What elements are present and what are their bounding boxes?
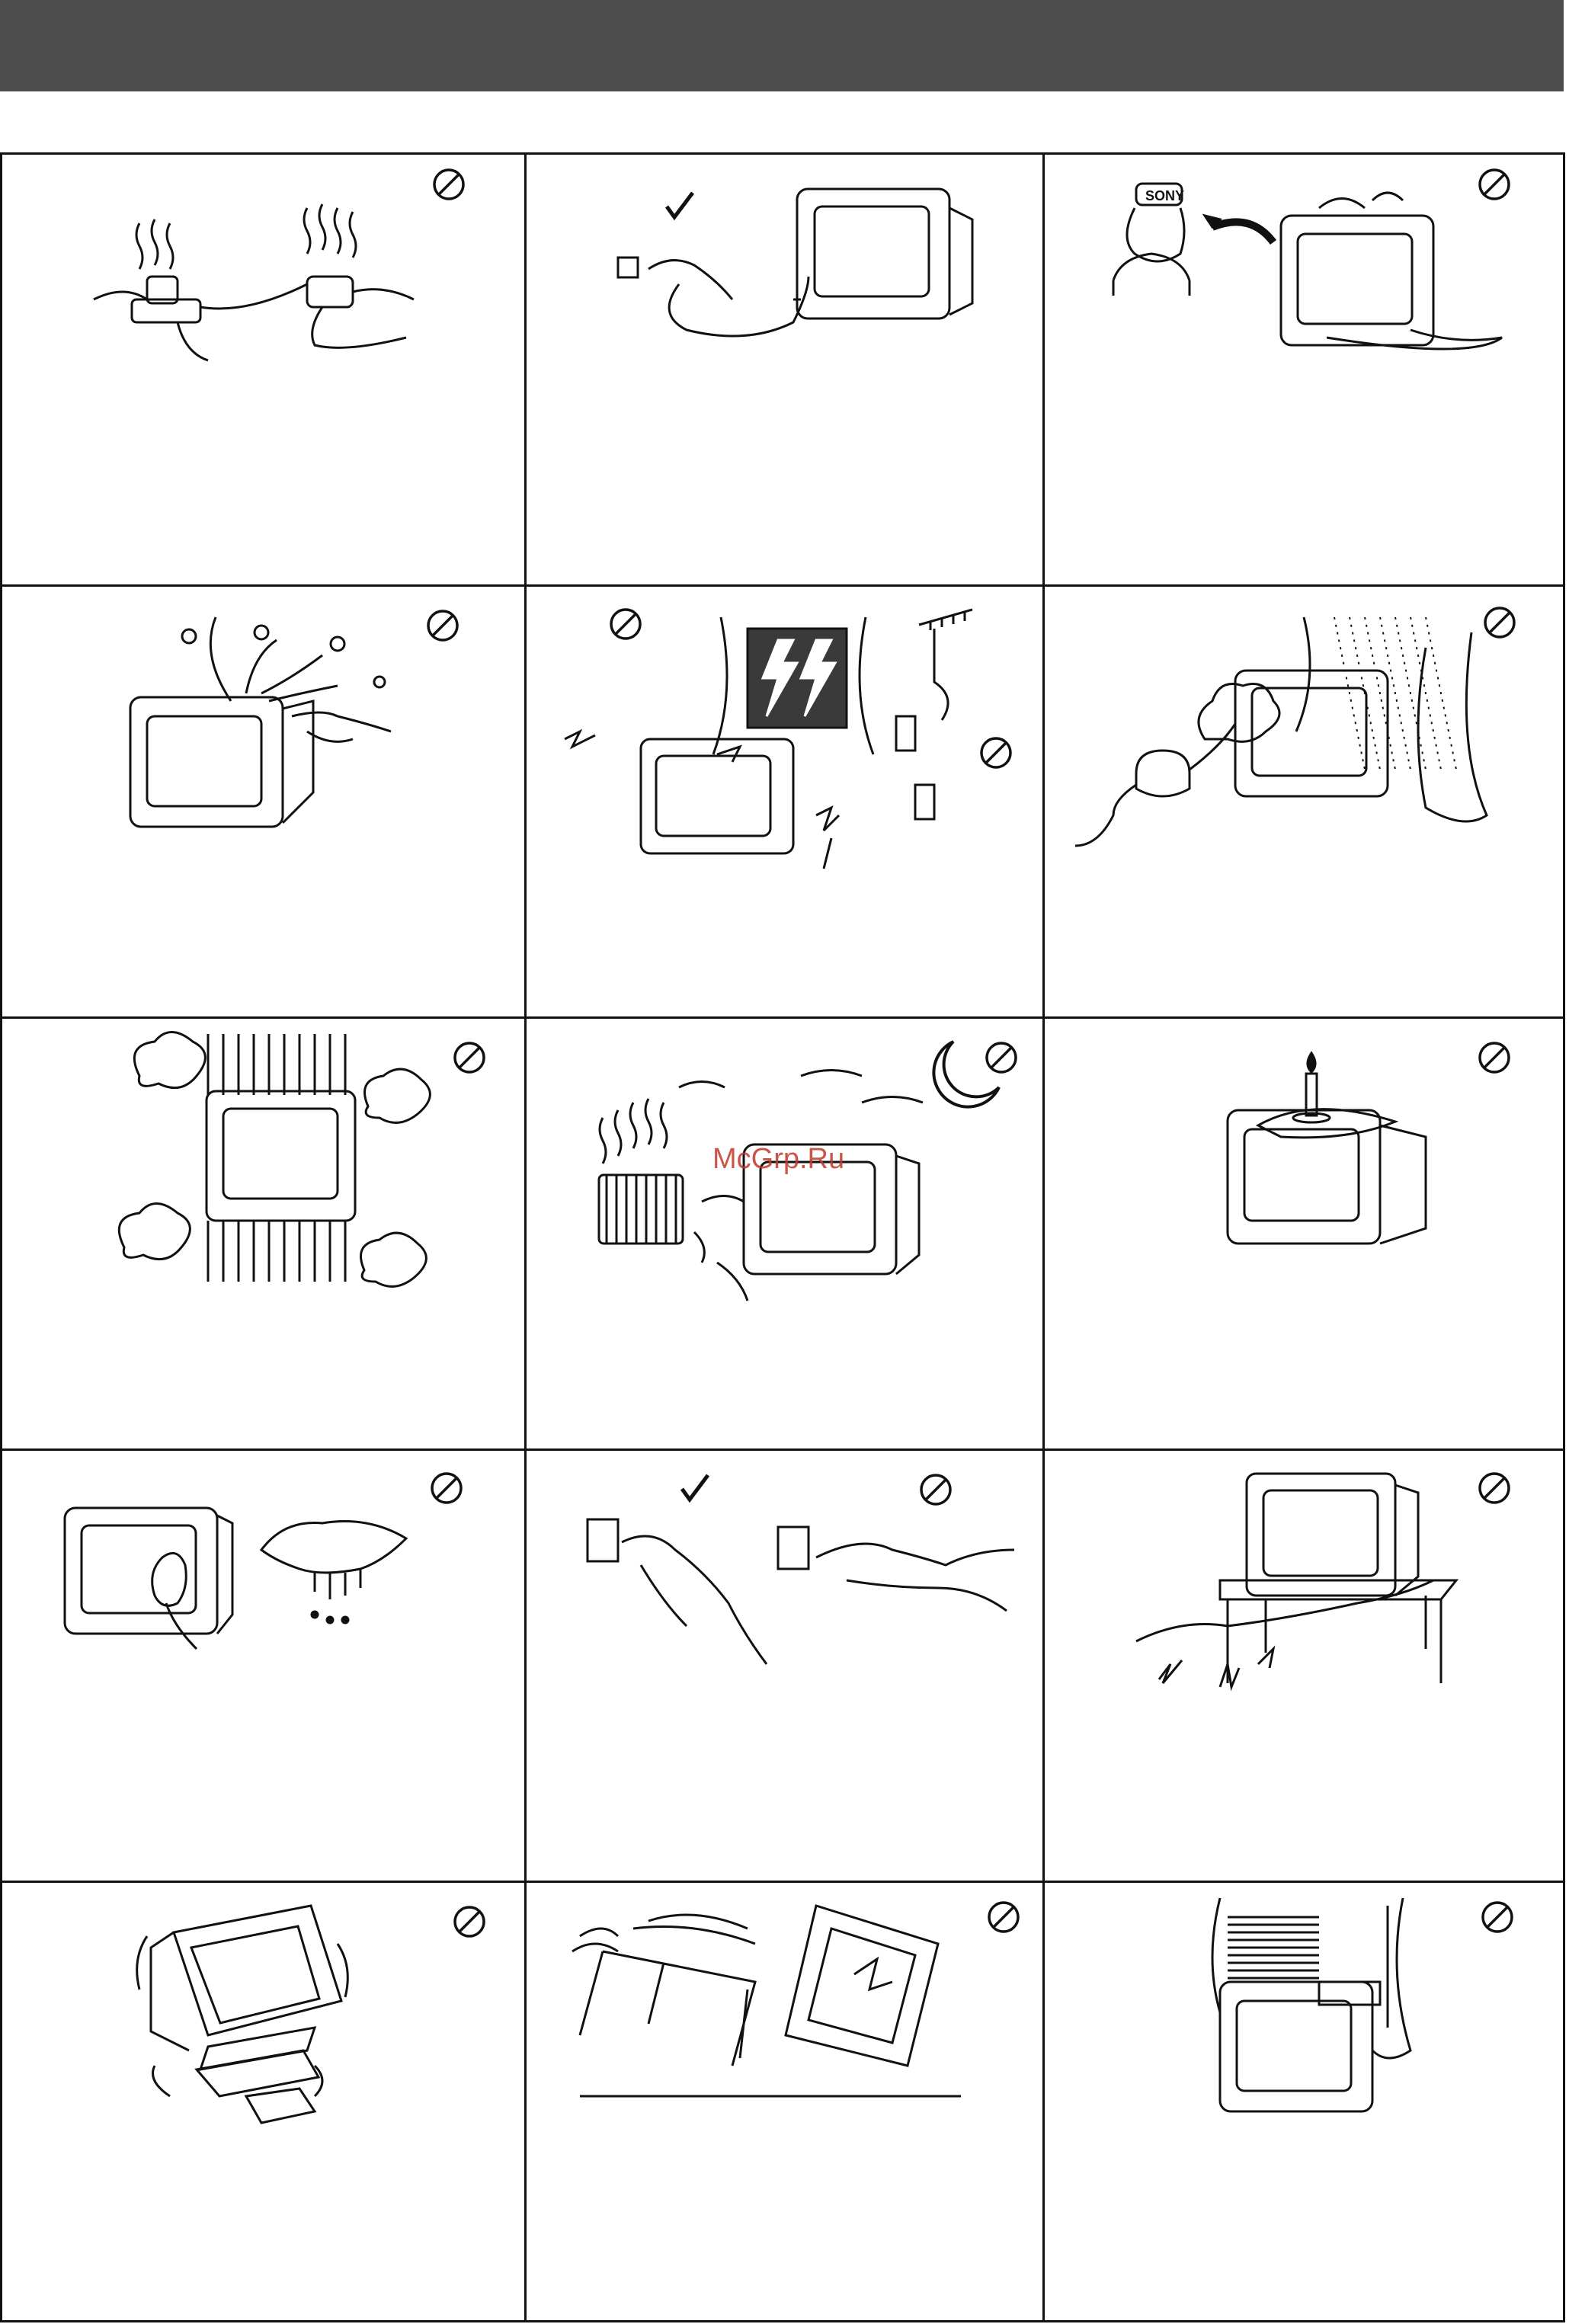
prohibited-icon — [1480, 1900, 1515, 1935]
panel-unstable-placement — [2, 1883, 527, 2322]
objects-into-tv-illustration — [2, 587, 527, 1019]
header-bar — [0, 0, 1564, 91]
prohibited-icon — [1482, 605, 1517, 640]
watermark-text: McGrp.Ru — [712, 1143, 844, 1176]
panel-objects-on-top — [1045, 1883, 1565, 2322]
prohibited-icon — [429, 1471, 464, 1506]
humidity-steam-illustration — [1045, 587, 1565, 1019]
overloaded-outlet-illustration — [2, 155, 527, 587]
panel-damaged-cord — [1045, 1451, 1565, 1883]
panel-candle-on-tv — [1045, 1019, 1565, 1451]
panel-overloaded-outlet — [2, 155, 527, 587]
panel-plug-handling — [527, 1451, 1045, 1883]
candle-on-tv-illustration — [1045, 1019, 1565, 1451]
sony-cap-label: SONY — [1145, 188, 1184, 203]
panel-heat-and-sun — [527, 1019, 1045, 1451]
prohibited-icon — [425, 608, 460, 643]
panel-falling-stand — [527, 1883, 1045, 2322]
falling-stand-illustration — [527, 1883, 1045, 2315]
panel-clean-with-dry-cloth — [2, 1451, 527, 1883]
checkmark-icon — [662, 188, 697, 223]
clean-with-dry-cloth-illustration — [2, 1451, 527, 1883]
prohibited-icon — [431, 167, 466, 202]
prohibited-icon — [984, 1040, 1019, 1075]
panel-blocked-ventilation — [2, 1019, 527, 1451]
panel-liquid-on-tv-call-service: SONY — [1045, 155, 1565, 587]
prohibited-icon — [986, 1900, 1021, 1935]
panel-lightning-touch — [527, 587, 1045, 1019]
prohibited-icon — [608, 607, 643, 642]
prohibited-icon — [1477, 167, 1512, 202]
damaged-cord-illustration — [1045, 1451, 1565, 1883]
panel-objects-into-tv — [2, 587, 527, 1019]
panel-humidity-steam-rain — [1045, 587, 1565, 1019]
unstable-placement-illustration — [2, 1883, 527, 2315]
blocked-ventilation-illustration — [2, 1019, 527, 1451]
prohibited-icon — [1477, 1471, 1512, 1506]
safety-illustration-grid: SONY — [0, 152, 1565, 2322]
heat-and-sun-illustration — [527, 1019, 1045, 1451]
unplug-by-plug-illustration — [527, 155, 1045, 587]
liquid-on-tv-illustration: SONY — [1045, 155, 1565, 587]
checkmark-icon — [677, 1471, 712, 1506]
prohibited-icon — [918, 1472, 953, 1507]
panel-unplug-by-plug — [527, 155, 1045, 587]
prohibited-icon — [1477, 1040, 1512, 1075]
prohibited-icon — [978, 735, 1013, 770]
plug-handling-illustration — [527, 1451, 1045, 1883]
objects-on-top-illustration — [1045, 1883, 1565, 2315]
prohibited-icon — [452, 1904, 487, 1939]
prohibited-icon — [452, 1040, 487, 1075]
lightning-touch-illustration — [527, 587, 1045, 1019]
